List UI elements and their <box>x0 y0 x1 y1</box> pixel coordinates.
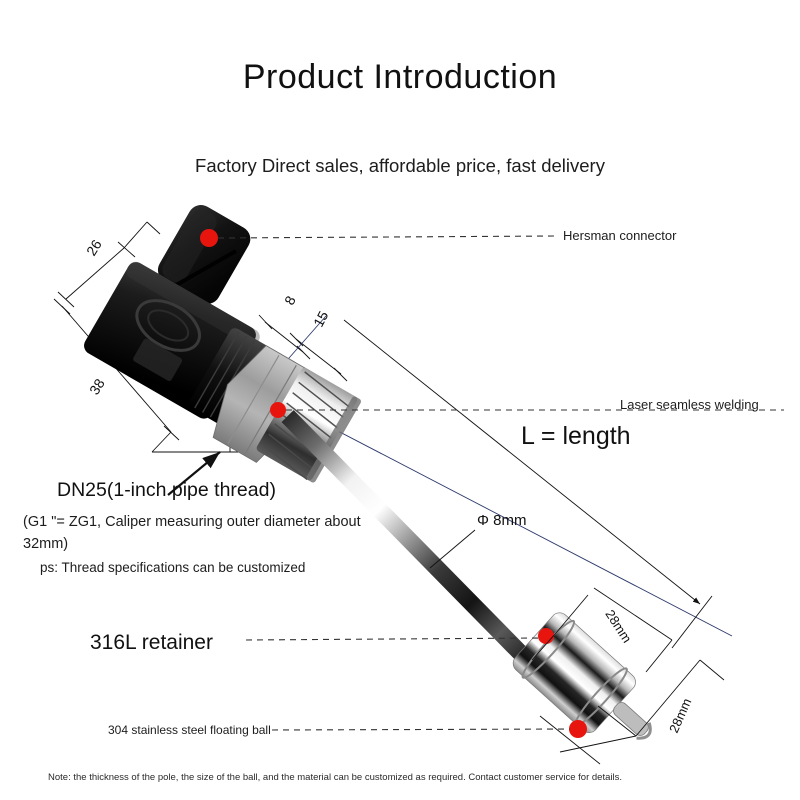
sensor-rod <box>281 410 536 669</box>
marker-dot-weld <box>270 402 286 418</box>
leader-rod-diameter <box>429 529 476 569</box>
bottom-note: Note: the thickness of the pole, the siz… <box>48 772 622 783</box>
float-ball-assembly <box>512 612 652 740</box>
thread-spec-heading: DN25(1-inch pipe thread) <box>57 479 276 501</box>
leader-lines <box>217 235 784 731</box>
callout-laser-welding: Laser seamless welding <box>620 397 759 412</box>
leader-retainer <box>245 637 541 641</box>
page-subtitle: Factory Direct sales, affordable price, … <box>195 155 605 176</box>
thread-spec-ps: ps: Thread specifications can be customi… <box>40 560 306 575</box>
marker-dot-connector <box>200 229 218 247</box>
page-title: Product Introduction <box>242 58 558 96</box>
callout-length: L = length <box>521 422 631 450</box>
leader-hersman <box>217 235 557 239</box>
length-dimension-line <box>281 315 733 649</box>
thread-pointer-arrow <box>167 451 221 496</box>
callout-rod-diameter: Φ 8mm <box>477 512 527 529</box>
marker-dot-floatball <box>569 720 587 738</box>
marker-dot-retainer <box>538 628 554 644</box>
leader-floatball <box>271 728 571 731</box>
callout-retainer: 316L retainer <box>90 631 213 654</box>
callout-hersman-connector: Hersman connector <box>563 228 677 243</box>
float-dimension-lines <box>531 587 725 765</box>
thread-spec-detail: (G1 "= ZG1, Caliper measuring outer diam… <box>23 514 361 552</box>
callout-floating-ball: 304 stainless steel floating ball <box>108 723 271 737</box>
